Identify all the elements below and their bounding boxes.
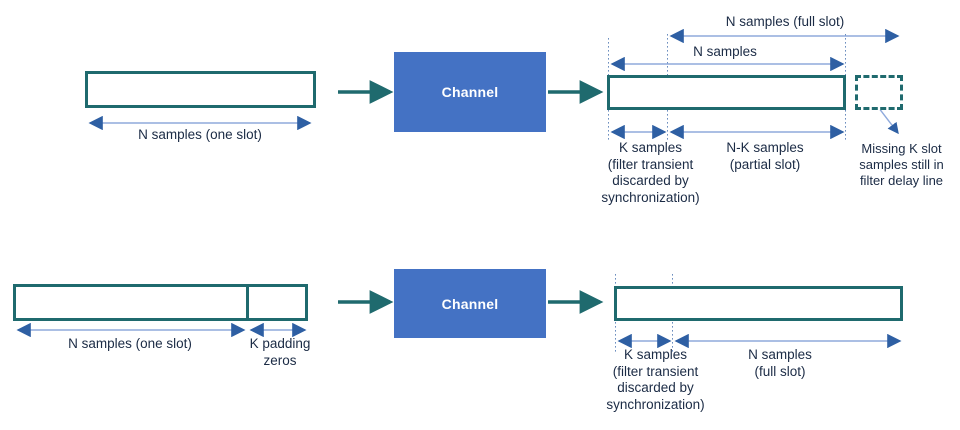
channel-label: Channel bbox=[441, 295, 499, 312]
tx-padding-divider-bottom bbox=[246, 284, 249, 321]
rx-outer-dimension-label-top: N samples (full slot) bbox=[725, 14, 845, 29]
tx-slot-box-bottom bbox=[13, 284, 308, 321]
rx-k-samples-label-bottom: K samples (filter transient discarded by… bbox=[606, 347, 705, 412]
tx-slot-box-top bbox=[85, 71, 316, 108]
tx-dimension-label-bottom: N samples (one slot) bbox=[68, 336, 192, 351]
rx-k-samples-label-top: K samples (filter transient discarded by… bbox=[601, 140, 700, 205]
channel-label: Channel bbox=[441, 84, 499, 100]
channel-block-top: Channel bbox=[394, 52, 546, 132]
rx-n-samples-label-bottom: N samples (full slot) bbox=[748, 347, 812, 379]
tx-padding-label-bottom: K padding zeros bbox=[249, 336, 311, 368]
channel-block-bottom: Channel bbox=[394, 269, 546, 338]
rx-missing-block-top bbox=[855, 75, 903, 110]
rx-slot-box-top bbox=[607, 75, 846, 110]
rx-inner-dimension-label-top: N samples bbox=[693, 44, 757, 59]
rx-nk-samples-label-top: N-K samples (partial slot) bbox=[726, 140, 804, 172]
rx-missing-samples-callout-label: Missing K slot samples still in filter d… bbox=[859, 141, 944, 188]
rx-slot-box-bottom bbox=[614, 286, 903, 321]
tx-dimension-label-top: N samples (one slot) bbox=[138, 127, 262, 142]
